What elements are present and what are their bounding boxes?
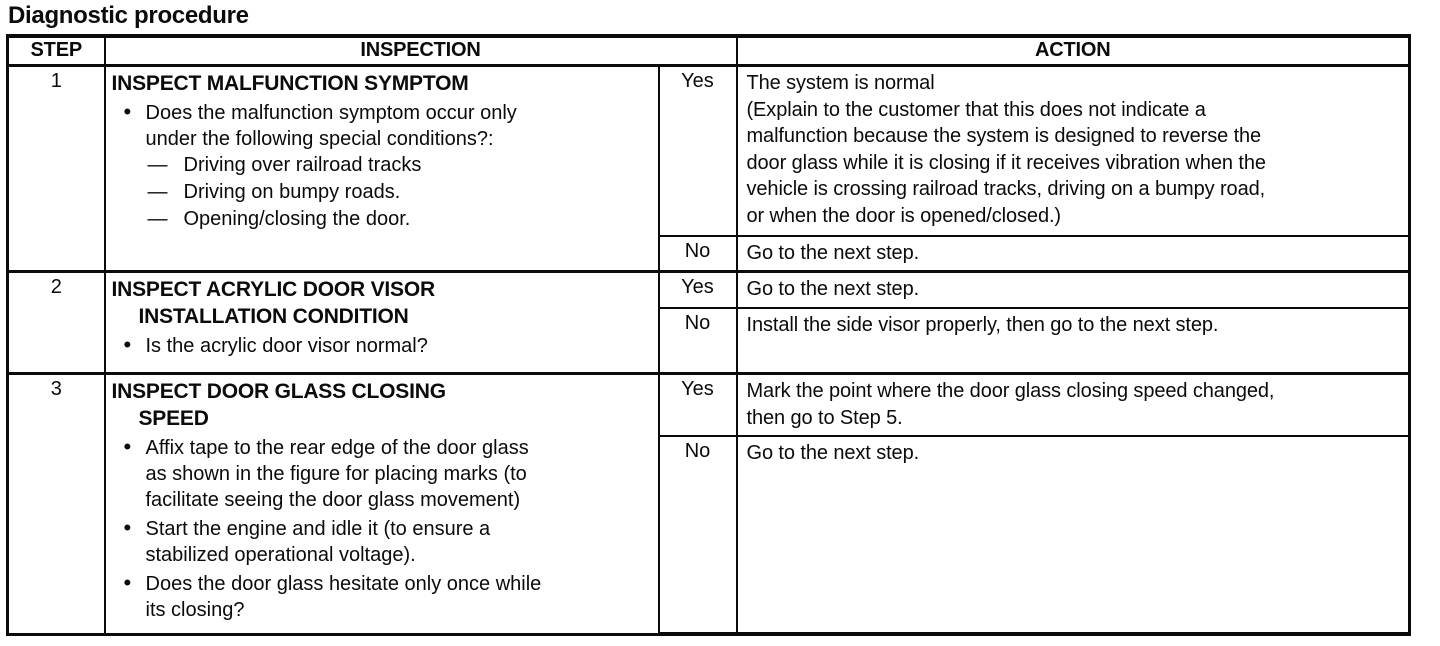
action-text: Go to the next step. <box>746 442 920 464</box>
bullet-item: Affix tape to the rear edge of the door … <box>112 434 652 513</box>
branch-label-no: No <box>657 234 738 273</box>
bullet-item: Start the engine and idle it (to ensure … <box>112 515 652 568</box>
step-number-3: 3 <box>6 372 106 635</box>
branch-label-yes: Yes <box>657 270 738 309</box>
page-title: Diagnostic procedure <box>8 2 249 29</box>
table-row: 3 INSPECT DOOR GLASS CLOSING SPEED Affix… <box>6 372 1411 635</box>
table-header-row: STEP INSPECTION ACTION <box>6 34 1411 67</box>
action-cell: The system is normal (Explain to the cus… <box>735 64 1411 237</box>
action-text: Go to the next step. <box>746 241 920 264</box>
action-cell: Mark the point where the door glass clos… <box>735 372 1411 437</box>
branch-label-yes: Yes <box>657 372 738 437</box>
step-heading: INSPECT ACRYLIC DOOR VISOR <box>111 278 436 301</box>
action-text: Mark the point where the door glass clos… <box>746 380 1275 429</box>
step-heading-line2: SPEED <box>138 407 209 430</box>
branch-label-no: No <box>657 306 738 375</box>
step-number-2: 2 <box>6 270 106 375</box>
step-heading: INSPECT DOOR GLASS CLOSING <box>111 380 447 403</box>
action-text: The system is normal (Explain to the cus… <box>746 72 1267 227</box>
bullet-item: Is the acrylic door visor normal? <box>112 332 652 359</box>
inspection-cell-3: INSPECT DOOR GLASS CLOSING SPEED Affix t… <box>103 372 660 635</box>
action-text: Go to the next step. <box>746 278 920 300</box>
branch-label-yes: Yes <box>657 64 738 237</box>
action-cell: Go to the next step. <box>735 270 1411 309</box>
table-row: No Install the side visor properly, then… <box>8 306 1411 375</box>
header-inspection: INSPECTION <box>103 34 738 67</box>
table-row: No Go to the next step. <box>8 234 1411 273</box>
header-action: ACTION <box>735 34 1411 67</box>
table-row: 2 INSPECT ACRYLIC DOOR VISOR INSTALLATIO… <box>6 270 1411 375</box>
action-cell: Go to the next step. <box>735 435 1411 636</box>
header-step: STEP <box>6 34 106 67</box>
step-number-1: 1 <box>6 64 106 273</box>
step-heading: INSPECT MALFUNCTION SYMPTOM <box>111 72 469 95</box>
action-cell: Go to the next step. <box>735 234 1411 273</box>
diagnostic-procedure-table: STEP INSPECTION ACTION 1 INSPECT MALFUNC… <box>6 34 1411 636</box>
table-row: No Go to the next step. <box>8 435 1411 636</box>
inspection-cell-1: INSPECT MALFUNCTION SYMPTOM Does the mal… <box>103 64 660 273</box>
action-text: Install the side visor properly, then go… <box>746 313 1219 336</box>
bullet-item: Does the door glass hesitate only once w… <box>112 570 652 623</box>
dash-item: Driving over railroad tracks <box>112 152 652 179</box>
branch-label-no: No <box>657 435 738 636</box>
bullet-item: Does the malfunction symptom occur only … <box>112 99 652 152</box>
dash-item: Driving on bumpy roads. <box>112 179 652 206</box>
action-cell: Install the side visor properly, then go… <box>735 306 1411 375</box>
table-row: 1 INSPECT MALFUNCTION SYMPTOM Does the m… <box>6 64 1411 273</box>
dash-item: Opening/closing the door. <box>112 206 652 233</box>
step-heading-line2: INSTALLATION CONDITION <box>138 305 409 328</box>
inspection-cell-2: INSPECT ACRYLIC DOOR VISOR INSTALLATION … <box>103 270 660 375</box>
